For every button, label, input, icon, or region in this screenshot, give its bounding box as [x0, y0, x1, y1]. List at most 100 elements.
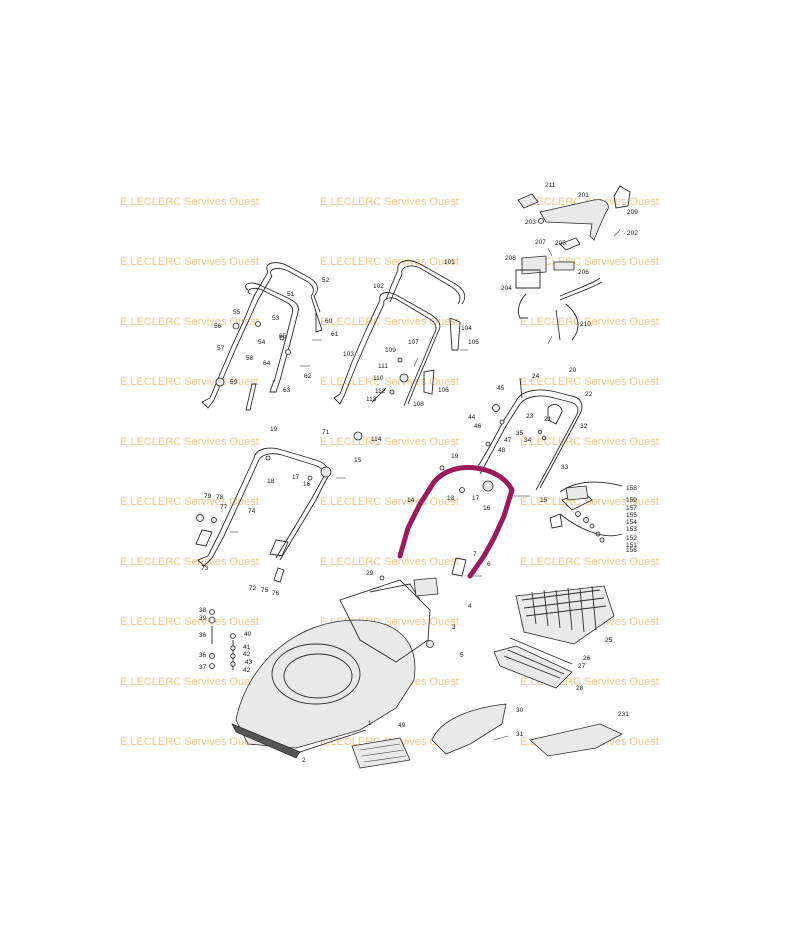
part-label: 5 — [460, 652, 464, 659]
watermark-text: E.LECLERC Servives Ouest — [120, 196, 259, 208]
part-label: 201 — [578, 192, 589, 199]
grass-box — [493, 585, 615, 689]
part-label: 36 — [199, 632, 207, 639]
part-label: 32 — [580, 423, 588, 430]
watermark-text: E.LECLERC Servives Ouest — [120, 556, 259, 568]
part-label: 4 — [468, 603, 472, 610]
watermark-text: E.LECLERC Servives Ouest — [520, 316, 659, 328]
part-label: 21 — [544, 416, 552, 423]
part-label: 107 — [408, 339, 419, 346]
part-label: 58 — [246, 355, 254, 362]
part-label: 39 — [199, 615, 207, 622]
watermark-text: E.LECLERC Servives Ouest — [320, 256, 459, 268]
part-label: 7 — [473, 551, 477, 558]
handle-assembly-b — [333, 260, 468, 441]
part-label: 16 — [303, 481, 311, 488]
part-label: 45 — [497, 385, 505, 392]
watermark-text: E.LECLERC Servives Ouest — [120, 676, 259, 688]
part-label: 55 — [233, 309, 241, 316]
part-label: 1 — [368, 720, 372, 727]
part-label: 211 — [545, 182, 556, 189]
part-label: 52 — [322, 277, 330, 284]
part-label: 43 — [245, 659, 253, 666]
part-label: 63 — [283, 387, 291, 394]
part-label: 25 — [605, 637, 613, 644]
part-label: 30 — [516, 707, 524, 714]
part-label: 34 — [524, 437, 532, 444]
part-label: 102 — [373, 283, 384, 290]
part-label: 38 — [199, 607, 207, 614]
part-label: 210 — [580, 321, 591, 328]
watermark-text: E.LECLERC Servives Ouest — [520, 376, 659, 388]
part-label: 209 — [627, 209, 638, 216]
labels-handle-a: 52 51 53 55 56 57 58 54 65 64 63 59 62 6… — [214, 277, 339, 394]
part-label: 47 — [504, 437, 512, 444]
part-label: 204 — [501, 285, 512, 292]
handle-assembly-d — [397, 377, 583, 579]
watermark-text: E.LECLERC Servives Ouest — [320, 436, 459, 448]
part-label: 53 — [272, 315, 280, 322]
part-label: 19 — [270, 426, 278, 433]
part-label: 28 — [576, 685, 584, 692]
part-label: 159 — [626, 497, 637, 504]
part-label: 75 — [261, 587, 269, 594]
part-label: 158 — [626, 485, 637, 492]
watermark-text: E.LECLERC Servives Ouest — [320, 496, 459, 508]
part-label: 106 — [438, 387, 449, 394]
part-label: 42 — [243, 651, 251, 658]
electrical-components — [515, 185, 631, 345]
watermark-text: E.LECLERC Servives Ouest — [120, 376, 259, 388]
part-label: 205 — [555, 240, 566, 247]
part-label: 203 — [525, 219, 536, 226]
part-label: 77 — [220, 504, 228, 511]
watermark-text: E.LECLERC Servives Ouest — [520, 496, 659, 508]
part-label: 64 — [263, 360, 271, 367]
part-label: 18 — [267, 478, 275, 485]
part-label: 76 — [272, 590, 280, 597]
part-label: 41 — [243, 644, 251, 651]
part-label: 112 — [375, 388, 386, 395]
part-label: 54 — [258, 339, 266, 346]
part-label: 157 — [626, 505, 637, 512]
part-label: 113 — [366, 396, 377, 403]
part-label: 26 — [583, 655, 591, 662]
part-label: 78 — [216, 494, 224, 501]
switch-parts — [549, 481, 623, 543]
part-label: 72 — [249, 585, 257, 592]
part-label: 3 — [452, 624, 456, 631]
part-label: 51 — [287, 291, 295, 298]
part-label: 105 — [468, 339, 479, 346]
part-label: 74 — [248, 508, 256, 515]
part-label: 2 — [302, 757, 306, 764]
handle-assembly-a — [201, 262, 323, 411]
part-label: 110 — [373, 375, 384, 382]
watermark-text: E.LECLERC Servives Ouest — [120, 496, 259, 508]
part-label: 62 — [304, 373, 312, 380]
part-label: 109 — [385, 347, 396, 354]
part-label: 103 — [343, 351, 354, 358]
part-label: 27 — [578, 663, 586, 670]
part-label: 44 — [468, 414, 476, 421]
part-label: 155 — [626, 512, 637, 519]
part-label: 111 — [378, 363, 388, 370]
handle-assembly-c — [195, 447, 346, 583]
part-label: 19 — [451, 453, 459, 460]
part-label: 101 — [444, 259, 455, 266]
labels-electrics: 211 201 203 209 202 207 205 208 206 204 … — [501, 182, 638, 328]
part-label: 29 — [366, 570, 374, 577]
part-label: 24 — [532, 373, 540, 380]
part-label: 31 — [516, 731, 524, 738]
part-label: 35 — [516, 430, 524, 437]
part-label: 71 — [322, 429, 330, 436]
part-label: 16 — [483, 505, 491, 512]
watermark-text: E.LECLERC Servives Ouest — [320, 316, 459, 328]
part-label: 22 — [585, 391, 593, 398]
part-label: 20 — [569, 367, 577, 374]
part-label: 207 — [535, 239, 546, 246]
watermark-text: E.LECLERC Servives Ouest — [520, 436, 659, 448]
part-label: 49 — [398, 722, 406, 729]
part-label: 206 — [578, 269, 589, 276]
part-label: 231 — [618, 711, 629, 718]
part-label: 17 — [292, 474, 300, 481]
